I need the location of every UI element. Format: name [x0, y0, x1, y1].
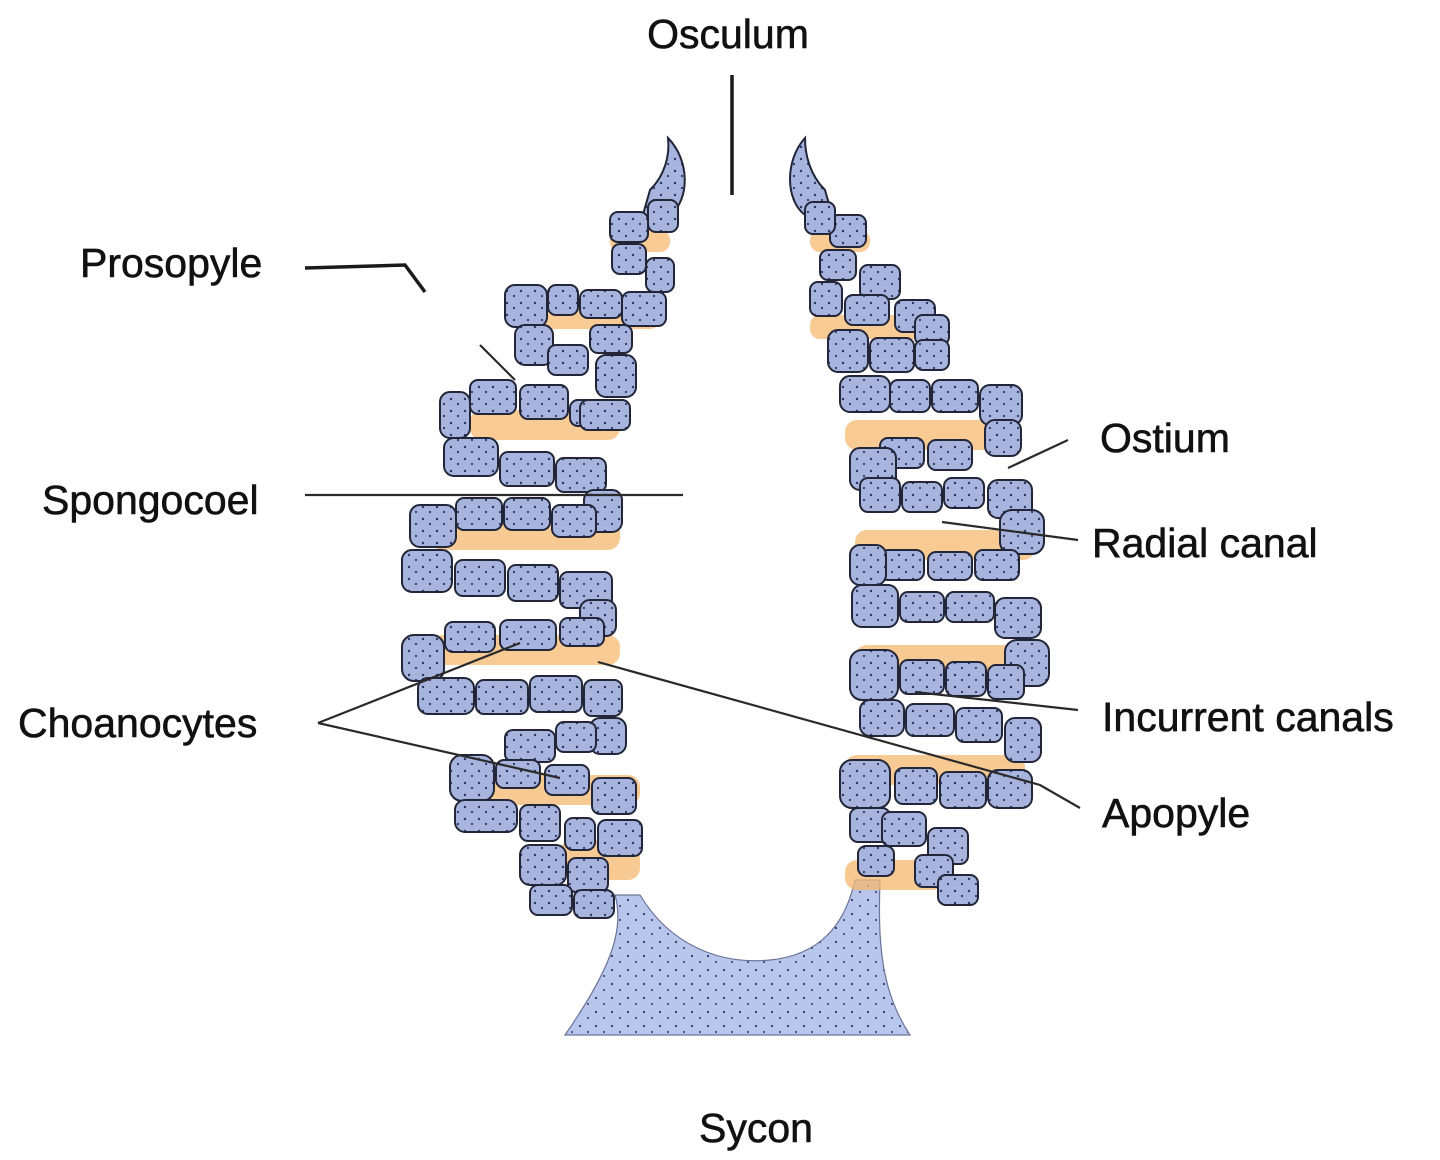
label-radial-canal: Radial canal	[1092, 520, 1318, 566]
left-cells	[401, 135, 686, 919]
radial-canal-leader	[941, 520, 1079, 542]
left-wall	[401, 135, 686, 919]
choanocytes-leader-2	[317, 721, 561, 780]
right-cells	[789, 135, 1050, 906]
leader-lines	[304, 75, 1081, 809]
prosopyle-leader	[304, 263, 427, 294]
label-prosopyle: Prosopyle	[80, 240, 262, 286]
choanocytes-leader-1	[317, 641, 521, 725]
prosopyle-pointer	[479, 344, 516, 381]
apopyle-leader	[597, 660, 1081, 809]
label-spongocoel: Spongocoel	[42, 477, 259, 523]
label-osculum: Osculum	[647, 11, 809, 57]
diagram-title: Sycon	[699, 1105, 813, 1151]
label-incurrent-canals: Incurrent canals	[1102, 694, 1394, 740]
right-wall	[789, 135, 1050, 906]
labels: Osculum Prosopyle Spongocoel Choanocytes…	[18, 11, 1394, 1152]
ostium-leader	[1007, 439, 1069, 469]
label-apopyle: Apopyle	[1102, 790, 1250, 836]
label-choanocytes: Choanocytes	[18, 700, 257, 746]
body-base	[563, 879, 912, 1036]
incurrent-canals-leader	[914, 690, 1079, 712]
label-ostium: Ostium	[1100, 415, 1230, 461]
